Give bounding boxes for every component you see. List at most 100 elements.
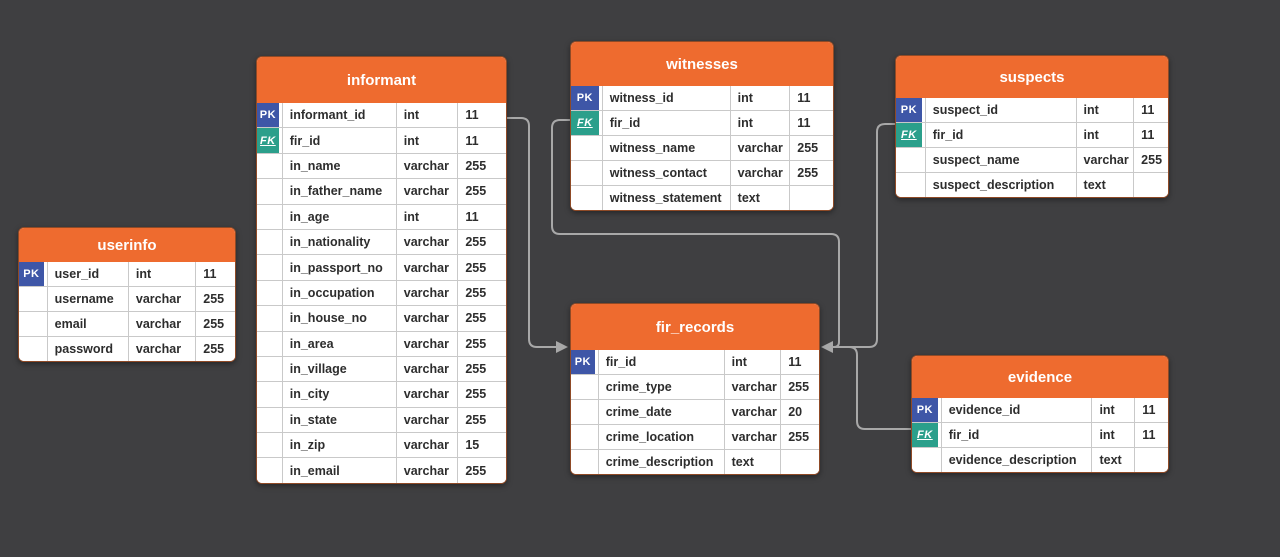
table-evidence-header[interactable]: evidence	[912, 356, 1168, 398]
column-size: 11	[457, 128, 506, 153]
column-name: witness_statement	[601, 186, 730, 210]
column-type: int	[723, 350, 781, 374]
table-title: evidence	[1007, 368, 1073, 386]
column-type: text	[723, 450, 781, 474]
column-name: in_house_no	[281, 306, 396, 331]
key-badge-empty	[571, 450, 598, 474]
column-size: 255	[195, 312, 235, 336]
relation-suspects-to-fir_records[interactable]	[832, 123, 896, 348]
key-badge-empty	[257, 179, 282, 203]
key-badge-empty	[19, 337, 47, 361]
column-name: suspect_name	[924, 148, 1076, 172]
column-type: int	[127, 262, 195, 286]
key-badge-empty	[571, 161, 602, 185]
column-size: 255	[457, 407, 506, 433]
relation-witnesses-to-fir_records[interactable]	[551, 119, 840, 348]
column-size	[1133, 173, 1168, 197]
table-userinfo-header[interactable]: userinfo	[19, 228, 235, 262]
table-title: fir_records	[655, 318, 735, 336]
column-type: varchar	[395, 458, 458, 483]
column-type: int	[395, 103, 458, 128]
key-badge-empty	[257, 205, 282, 229]
fk-badge: FK	[896, 123, 925, 147]
relation-evidence-to-fir_records[interactable]	[832, 346, 912, 430]
column-type: int	[395, 204, 458, 229]
column-type: int	[729, 111, 790, 135]
column-size: 255	[457, 179, 506, 204]
key-badge-empty	[571, 425, 598, 449]
column-name: in_state	[281, 407, 396, 433]
column-size: 255	[457, 255, 506, 280]
key-badge-empty	[257, 408, 282, 432]
column-size: 255	[195, 337, 235, 361]
column-name: crime_location	[597, 425, 724, 449]
column-size: 11	[457, 204, 506, 229]
key-badge-empty	[19, 287, 47, 311]
column-name: in_name	[281, 153, 396, 179]
key-badge-empty	[257, 154, 282, 178]
table-suspects-header[interactable]: suspects	[896, 56, 1168, 98]
column-size: 255	[195, 287, 235, 311]
column-size	[789, 186, 833, 210]
table-fir_records-header[interactable]: fir_records	[571, 304, 819, 350]
column-type: varchar	[729, 136, 790, 160]
pk-badge: PK	[571, 86, 602, 110]
fk-badge: FK	[912, 423, 941, 447]
column-name: in_village	[281, 356, 396, 382]
key-badge-empty	[257, 230, 282, 254]
table-witnesses-header[interactable]: witnesses	[571, 42, 833, 86]
column-type: int	[1091, 423, 1134, 447]
column-type: varchar	[395, 153, 458, 179]
column-name: in_passport_no	[281, 255, 396, 280]
column-size: 11	[1134, 423, 1168, 447]
column-name: fir_id	[924, 123, 1076, 147]
table-informant-header[interactable]: informant	[257, 57, 506, 103]
key-badge-empty	[257, 357, 282, 381]
relation-informant-to-fir_records[interactable]	[506, 117, 557, 348]
